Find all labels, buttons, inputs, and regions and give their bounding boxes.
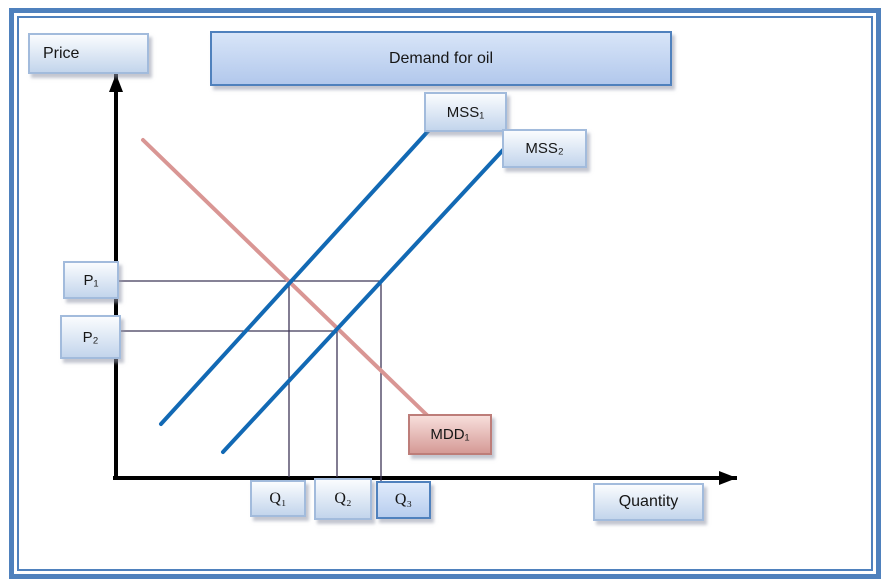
curve-mss2: [221, 148, 505, 454]
q1-quantity-label-box: Q₁: [250, 480, 306, 517]
diagram-title: Demand for oil: [388, 49, 494, 67]
price-axis-label: Price: [43, 44, 80, 62]
curve-mss1: [159, 127, 432, 426]
q2-quantity-label: Q₂: [334, 490, 352, 507]
mss1-curve-label-box: MSS₁: [424, 92, 507, 132]
mdd1-curve-label: MDD₁: [430, 426, 470, 443]
diagram-title-box: Demand for oil: [210, 31, 672, 86]
mdd1-curve-label-box: MDD₁: [408, 414, 492, 455]
q2-quantity-label-box: Q₂: [314, 478, 372, 520]
q3-quantity-label-box: Q₃: [376, 481, 431, 519]
quantity-axis-label-box: Quantity: [593, 483, 704, 521]
q3-quantity-label: Q₃: [394, 491, 413, 508]
mss1-curve-label: MSS₁: [446, 103, 485, 121]
p2-price-label: P₂: [82, 328, 99, 346]
inner-frame-border: [17, 16, 873, 571]
p2-price-label-box: P₂: [60, 315, 121, 359]
quantity-axis-label: Quantity: [618, 493, 679, 510]
p1-price-label-box: P₁: [63, 261, 119, 299]
mss2-curve-label-box: MSS₂: [502, 129, 587, 168]
mss2-curve-label: MSS₂: [525, 140, 564, 157]
price-axis-label-box: Price: [28, 33, 149, 74]
curve-mdd1: [141, 138, 434, 422]
p1-price-label: P₁: [83, 271, 99, 289]
q1-quantity-label: Q₁: [269, 489, 287, 507]
outer-frame-border: [9, 8, 881, 579]
